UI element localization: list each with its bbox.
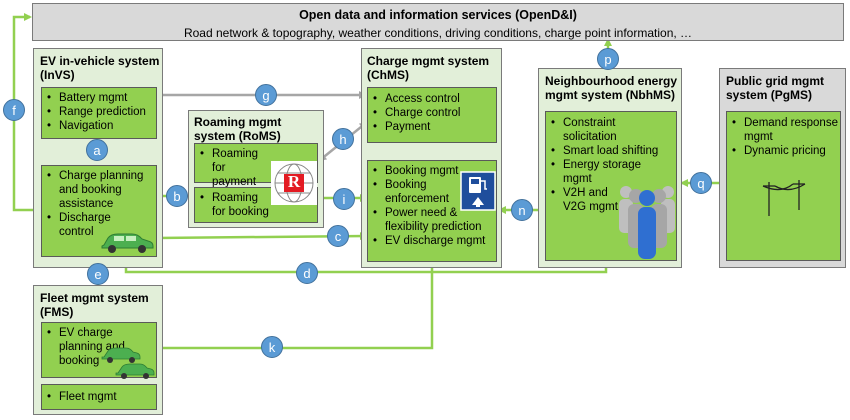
fms-fleet-list: Fleet mgmt	[47, 390, 155, 404]
list-item: EV discharge mgmt	[373, 234, 495, 248]
nbhms-panel: Constraint solicitation Smart load shift…	[545, 111, 677, 261]
list-item: Navigation	[47, 119, 155, 133]
roms-payment-list: Roaming for payment	[200, 147, 270, 189]
invs-top-panel: Battery mgmt Range prediction Navigation	[41, 87, 157, 139]
chms-box: Charge mgmt system (ChMS) Access control…	[361, 48, 502, 268]
chms-bottom-list: Booking mgmt Booking enforcement Power n…	[373, 164, 495, 248]
connector-badge-d: d	[296, 262, 318, 284]
chms-top-panel: Access control Charge control Payment	[367, 87, 497, 143]
list-item: Power need & flexibility prediction	[373, 206, 495, 234]
nbhms-box: Neighbourhood energy mgmt system (NbhMS)…	[538, 68, 682, 268]
pgms-title: Public grid mgmt system (PgMS)	[726, 74, 825, 102]
nbhms-title: Neighbourhood energy mgmt system (NbhMS)	[545, 74, 677, 102]
connector-badge-p: p	[597, 48, 619, 70]
invs-title: EV in-vehicle system (InVS)	[40, 54, 160, 82]
list-item: Payment	[373, 120, 495, 134]
fms-fleet-panel: Fleet mgmt	[41, 384, 157, 410]
connector-badge-q: q	[690, 172, 712, 194]
invs-bottom-panel: Charge planning and booking assistance D…	[41, 165, 157, 257]
chms-top-list: Access control Charge control Payment	[373, 92, 495, 134]
list-item: V2H and V2G mgmt	[551, 186, 623, 214]
roms-box: Roaming mgmt system (RoMS) Roaming for p…	[188, 110, 324, 228]
list-item: Booking enforcement	[373, 178, 457, 206]
pgms-box: Public grid mgmt system (PgMS) Demand re…	[719, 68, 846, 268]
fms-planning-panel: EV charge planning and booking	[41, 322, 157, 379]
chms-bottom-panel: Booking mgmt Booking enforcement Power n…	[367, 160, 497, 262]
charging-station-icon	[460, 171, 496, 211]
connector-badge-h: h	[332, 128, 354, 150]
opend-subtitle: Road network & topography, weather condi…	[183, 26, 693, 40]
roms-booking-list: Roaming for booking	[200, 191, 270, 219]
opend-title: Open data and information services (Open…	[299, 8, 577, 22]
list-item: Access control	[373, 92, 495, 106]
list-item: Range prediction	[47, 105, 155, 119]
invs-box: EV in-vehicle system (InVS) Battery mgmt…	[33, 48, 163, 268]
connector-badge-i: i	[333, 188, 355, 210]
roaming-globe-logo: R	[271, 161, 317, 205]
invs-top-list: Battery mgmt Range prediction Navigation	[47, 91, 155, 133]
electric-car-icon	[101, 233, 154, 253]
list-item: Roaming for payment	[200, 147, 270, 189]
list-item: Demand response mgmt	[732, 116, 840, 144]
connector-badge-k: k	[261, 336, 283, 358]
list-item: Charge planning and booking assistance	[47, 169, 155, 211]
roaming-logo-letter: R	[287, 172, 301, 191]
nbhms-list: Constraint solicitation Smart load shift…	[551, 116, 676, 214]
fleet-cars-icon	[101, 347, 155, 379]
connector-badge-a: a	[86, 139, 108, 161]
power-line-icon	[762, 180, 806, 216]
connector-badge-b: b	[166, 185, 188, 207]
list-item: Battery mgmt	[47, 91, 155, 105]
connector-badge-e: e	[87, 263, 109, 285]
list-item: Fleet mgmt	[47, 390, 155, 404]
list-item: Dynamic pricing	[732, 144, 840, 158]
pgms-list: Demand response mgmt Dynamic pricing	[732, 116, 840, 158]
arrow-k	[154, 252, 436, 352]
list-item: Smart load shifting	[551, 144, 676, 158]
connector-badge-c: c	[327, 225, 349, 247]
pgms-panel: Demand response mgmt Dynamic pricing	[726, 111, 841, 261]
list-item: Charge control	[373, 106, 495, 120]
connector-badge-g: g	[255, 84, 277, 106]
people-group-icon	[619, 186, 675, 259]
list-item: Constraint solicitation	[551, 116, 643, 144]
list-item: Discharge control	[47, 211, 119, 239]
invs-bottom-list: Charge planning and booking assistance D…	[47, 169, 155, 239]
opend-box: Open data and information services (Open…	[32, 3, 844, 41]
fms-title: Fleet mgmt system (FMS)	[40, 291, 149, 319]
chms-title: Charge mgmt system (ChMS)	[367, 54, 490, 82]
list-item: Booking mgmt	[373, 164, 495, 178]
list-item: Energy storage mgmt	[551, 158, 653, 186]
fms-box: Fleet mgmt system (FMS) EV charge planni…	[33, 285, 163, 415]
roms-title: Roaming mgmt system (RoMS)	[194, 115, 282, 143]
connector-badge-f: f	[3, 99, 25, 121]
list-item: Roaming for booking	[200, 191, 270, 219]
connector-badge-n: n	[511, 199, 533, 221]
